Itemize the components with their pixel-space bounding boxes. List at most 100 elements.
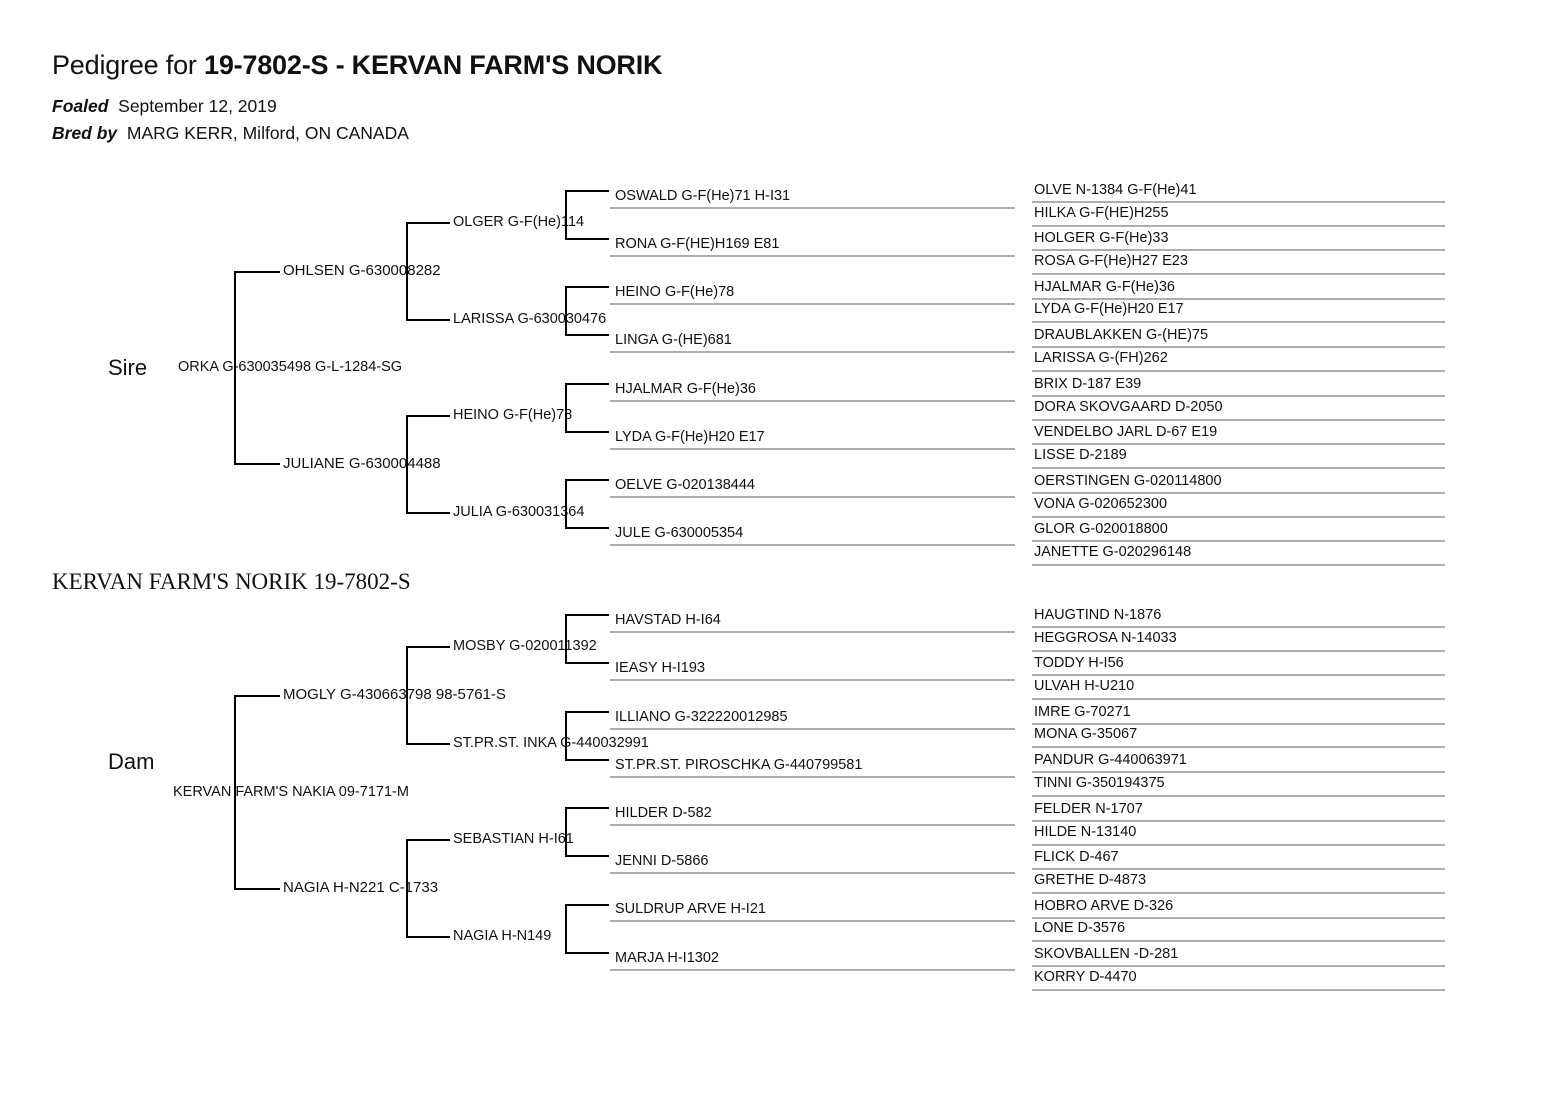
sire-gen5-underline-4 (1032, 298, 1445, 300)
dam-gen4-node-3[interactable]: ST.PR.ST. PIROSCHKA G-440799581 (615, 757, 863, 773)
dam-gen5-underline-15 (1032, 989, 1445, 991)
sire-gen4-underline-2 (610, 303, 1015, 305)
sire-gen5-node-14[interactable]: GLOR G-020018800 (1034, 521, 1168, 537)
dam-gen5-node-1[interactable]: HEGGROSA N-14033 (1034, 630, 1177, 646)
dam-gen3-node-1[interactable]: ST.PR.ST. INKA G-440032991 (453, 735, 649, 751)
dam-gen4-underline-4 (610, 824, 1015, 826)
sire-gen5-node-6[interactable]: DRAUBLAKKEN G-(HE)75 (1034, 327, 1209, 343)
sire-gen4-node-5[interactable]: LYDA G-F(He)H20 E17 (615, 429, 765, 445)
dam-gen5-node-3[interactable]: ULVAH H-U210 (1034, 678, 1135, 694)
sire-gen2-node-1[interactable]: JULIANE G-630004488 (283, 455, 441, 472)
sire-gen4-node-7[interactable]: JULE G-630005354 (615, 525, 744, 541)
sire-gen4-node-1[interactable]: RONA G-F(HE)H169 E81 (615, 236, 780, 252)
dam-gen5-node-5[interactable]: MONA G-35067 (1034, 726, 1138, 742)
dam-root-bracket-vertical (234, 695, 236, 888)
dam-gen4-node-2[interactable]: ILLIANO G-322220012985 (615, 709, 788, 725)
sire-gen2-0-bracket-vertical (406, 222, 408, 321)
sire-gen5-node-5[interactable]: LYDA G-F(He)H20 E17 (1034, 301, 1184, 317)
sire-gen3-node-1[interactable]: LARISSA G-630030476 (453, 311, 607, 327)
sire-gen3-2-bracket-top-arm (565, 383, 609, 385)
dam-gen4-node-5[interactable]: JENNI D-5866 (615, 853, 709, 869)
sire-gen3-2-bracket-bottom-arm (565, 431, 609, 433)
sire-gen5-underline-9 (1032, 419, 1445, 421)
sire-gen4-underline-5 (610, 448, 1015, 450)
dam-gen3-1-bracket-top-arm (565, 711, 609, 713)
sire-gen4-node-0[interactable]: OSWALD G-F(He)71 H-I31 (615, 188, 791, 204)
page-title: Pedigree for 19-7802-S - KERVAN FARM'S N… (52, 50, 663, 81)
dam-gen2-node-1[interactable]: NAGIA H-N221 C-1733 (283, 879, 439, 896)
sire-gen5-underline-10 (1032, 443, 1445, 445)
sire-gen5-node-0[interactable]: OLVE N-1384 G-F(He)41 (1034, 182, 1197, 198)
sire-gen5-node-1[interactable]: HILKA G-F(HE)H255 (1034, 205, 1169, 221)
sire-gen5-node-8[interactable]: BRIX D-187 E39 (1034, 376, 1142, 392)
dam-root-bracket-bottom-arm (234, 888, 280, 890)
dam-gen5-node-2[interactable]: TODDY H-I56 (1034, 655, 1124, 671)
sire-gen2-1-bracket-vertical (406, 415, 408, 514)
dam-gen5-underline-10 (1032, 868, 1445, 870)
dam-gen2-1-bracket-top-arm (406, 839, 450, 841)
sire-gen5-node-12[interactable]: OERSTINGEN G-020114800 (1034, 473, 1222, 489)
dam-gen2-node-0[interactable]: MOGLY G-430663798 98-5761-S (283, 686, 506, 703)
dam-gen4-node-7[interactable]: MARJA H-I1302 (615, 950, 719, 966)
dam-gen3-node-3[interactable]: NAGIA H-N149 (453, 928, 552, 944)
dam-gen3-1-bracket-vertical (565, 711, 567, 761)
sire-gen5-node-13[interactable]: VONA G-020652300 (1034, 496, 1168, 512)
sire-gen3-0-bracket-bottom-arm (565, 238, 609, 240)
dam-gen5-node-4[interactable]: IMRE G-70271 (1034, 704, 1131, 720)
dam-gen5-node-0[interactable]: HAUGTIND N-1876 (1034, 607, 1162, 623)
sire-gen5-underline-11 (1032, 467, 1445, 469)
dam-gen4-node-1[interactable]: IEASY H-I193 (615, 660, 706, 676)
dam-gen5-node-12[interactable]: HOBRO ARVE D-326 (1034, 898, 1174, 914)
dam-gen4-node-6[interactable]: SULDRUP ARVE H-I21 (615, 901, 766, 917)
sire-gen4-node-3[interactable]: LINGA G-(HE)681 (615, 332, 732, 348)
sire-gen3-node-2[interactable]: HEINO G-F(He)78 (453, 407, 573, 423)
dam-gen5-underline-13 (1032, 940, 1445, 942)
dam-gen3-3-bracket-top-arm (565, 904, 609, 906)
sire-gen5-node-2[interactable]: HOLGER G-F(He)33 (1034, 230, 1169, 246)
sire-gen4-node-2[interactable]: HEINO G-F(He)78 (615, 284, 735, 300)
sire-root-node[interactable]: ORKA G-630035498 G-L-1284-SG (178, 359, 403, 375)
dam-gen5-node-8[interactable]: FELDER N-1707 (1034, 801, 1143, 817)
dam-root-node[interactable]: KERVAN FARM'S NAKIA 09-7171-M (173, 784, 409, 800)
sire-gen3-node-3[interactable]: JULIA G-630031364 (453, 504, 585, 520)
dam-gen5-underline-9 (1032, 844, 1445, 846)
dam-gen5-node-15[interactable]: KORRY D-4470 (1034, 969, 1137, 985)
sire-gen5-node-3[interactable]: ROSA G-F(He)H27 E23 (1034, 253, 1188, 269)
sire-root-bracket-vertical (234, 271, 236, 464)
sire-gen5-underline-7 (1032, 370, 1445, 372)
sire-gen3-1-bracket-bottom-arm (565, 334, 609, 336)
sire-gen3-1-bracket-vertical (565, 286, 567, 336)
sire-gen5-node-11[interactable]: LISSE D-2189 (1034, 447, 1127, 463)
dam-gen3-1-bracket-bottom-arm (565, 759, 609, 761)
dam-gen3-node-0[interactable]: MOSBY G-020011392 (453, 638, 597, 654)
dam-gen5-node-6[interactable]: PANDUR G-440063971 (1034, 752, 1187, 768)
dam-gen5-node-14[interactable]: SKOVBALLEN -D-281 (1034, 946, 1179, 962)
sire-gen2-1-bracket-bottom-arm (406, 512, 450, 514)
sire-gen4-node-4[interactable]: HJALMAR G-F(He)36 (615, 381, 756, 397)
sire-gen5-node-10[interactable]: VENDELBO JARL D-67 E19 (1034, 424, 1218, 440)
dam-gen3-node-2[interactable]: SEBASTIAN H-I61 (453, 831, 574, 847)
sire-gen5-node-15[interactable]: JANETTE G-020296148 (1034, 544, 1192, 560)
dam-gen4-underline-7 (610, 969, 1015, 971)
dam-gen5-node-11[interactable]: GRETHE D-4873 (1034, 872, 1147, 888)
dam-gen5-node-10[interactable]: FLICK D-467 (1034, 849, 1119, 865)
dam-gen5-node-9[interactable]: HILDE N-13140 (1034, 824, 1137, 840)
sire-gen5-node-7[interactable]: LARISSA G-(FH)262 (1034, 350, 1168, 366)
sire-gen2-node-0[interactable]: OHLSEN G-630008282 (283, 262, 441, 279)
sire-gen5-node-9[interactable]: DORA SKOVGAARD D-2050 (1034, 399, 1223, 415)
dam-gen4-node-4[interactable]: HILDER D-582 (615, 805, 712, 821)
dam-gen5-node-13[interactable]: LONE D-3576 (1034, 920, 1126, 936)
sire-gen3-node-0[interactable]: OLGER G-F(He)114 (453, 214, 585, 230)
dam-gen4-node-0[interactable]: HAVSTAD H-I64 (615, 612, 721, 628)
dam-gen5-underline-12 (1032, 917, 1445, 919)
sire-gen5-underline-6 (1032, 346, 1445, 348)
dam-gen3-3-bracket-bottom-arm (565, 952, 609, 954)
dam-gen4-underline-0 (610, 631, 1015, 633)
dam-gen5-node-7[interactable]: TINNI G-350194375 (1034, 775, 1165, 791)
dam-gen4-underline-6 (610, 920, 1015, 922)
sire-gen2-0-bracket-bottom-arm (406, 319, 450, 321)
sire-gen5-node-4[interactable]: HJALMAR G-F(He)36 (1034, 279, 1175, 295)
sire-gen4-node-6[interactable]: OELVE G-020138444 (615, 477, 755, 493)
dam-gen5-underline-6 (1032, 771, 1445, 773)
dam-gen2-0-bracket-bottom-arm (406, 743, 450, 745)
